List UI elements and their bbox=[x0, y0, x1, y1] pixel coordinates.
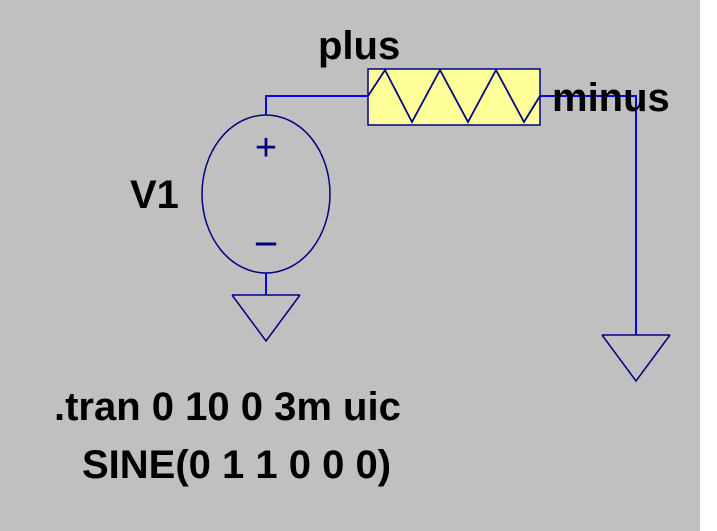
source-minus-sign: − bbox=[254, 220, 279, 267]
wire-plus-net[interactable] bbox=[265, 95, 368, 115]
resistor-icon[interactable] bbox=[367, 68, 541, 126]
source-value-label: SINE(0 1 1 0 0 0) bbox=[82, 443, 391, 487]
ground-icon-source bbox=[231, 294, 301, 343]
source-ref-label: V1 bbox=[130, 173, 179, 217]
net-label-plus: plus bbox=[318, 24, 400, 68]
tran-directive: .tran 0 10 0 3m uic bbox=[54, 385, 401, 429]
ground-icon-load bbox=[601, 334, 671, 383]
wire-minus-net[interactable] bbox=[540, 95, 637, 335]
source-plus-sign: + bbox=[255, 127, 277, 169]
net-label-minus: minus bbox=[552, 76, 670, 120]
voltage-source-icon[interactable]: + − bbox=[201, 114, 331, 274]
schematic-canvas bbox=[0, 0, 700, 531]
